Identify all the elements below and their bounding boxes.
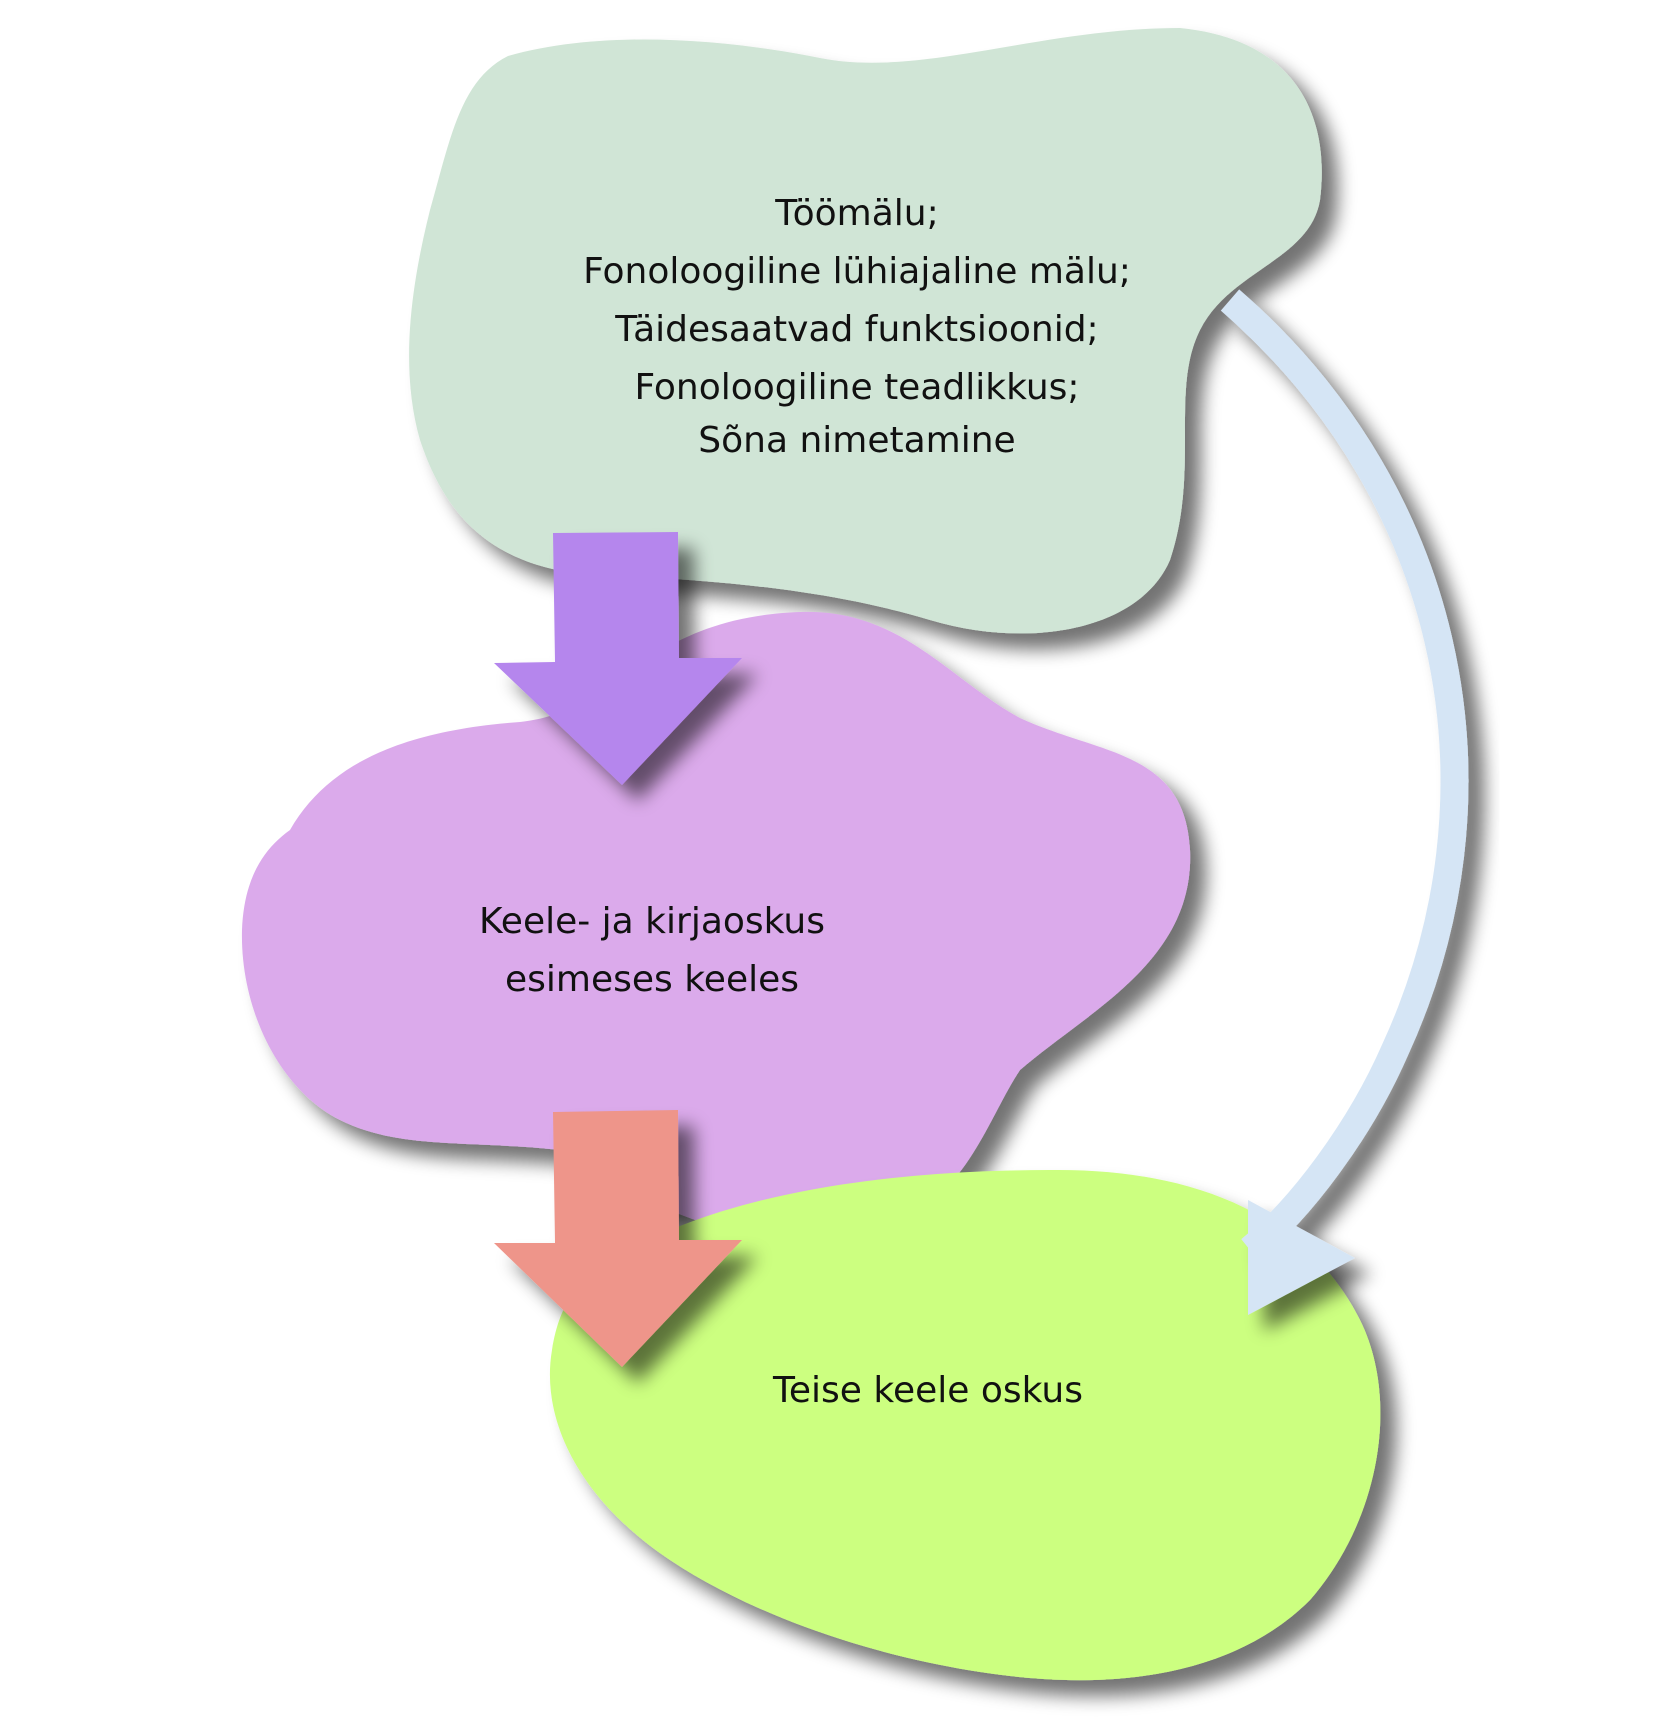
top-line-1: Töömälu; — [774, 193, 938, 234]
curved-arrow — [1220, 289, 1469, 1315]
top-line-2: Fonoloogiline lühiajaline mälu; — [583, 251, 1131, 292]
middle-blob — [241, 611, 1191, 1239]
bottom-blob — [549, 1169, 1381, 1681]
bottom-blob-text: Teise keele oskus — [772, 1370, 1083, 1411]
top-line-5: Sõna nimetamine — [698, 420, 1015, 461]
middle-line-2: esimeses keeles — [505, 959, 799, 1000]
top-blob — [409, 28, 1322, 634]
top-line-4: Fonoloogiline teadlikkus; — [634, 367, 1079, 408]
arrow-middle-to-bottom — [494, 1110, 742, 1367]
top-line-3: Täidesaatvad funktsioonid; — [614, 309, 1098, 350]
arrow-top-to-middle — [494, 532, 742, 785]
middle-blob-text: Keele- ja kirjaoskus esimeses keeles — [479, 901, 825, 1000]
curved-arrow-head — [1248, 1200, 1355, 1315]
middle-line-1: Keele- ja kirjaoskus — [479, 901, 825, 942]
bottom-line-1: Teise keele oskus — [772, 1370, 1083, 1411]
curved-arrow-shaft — [1220, 289, 1469, 1261]
top-blob-text: Töömälu; Fonoloogiline lühiajaline mälu;… — [583, 193, 1131, 461]
